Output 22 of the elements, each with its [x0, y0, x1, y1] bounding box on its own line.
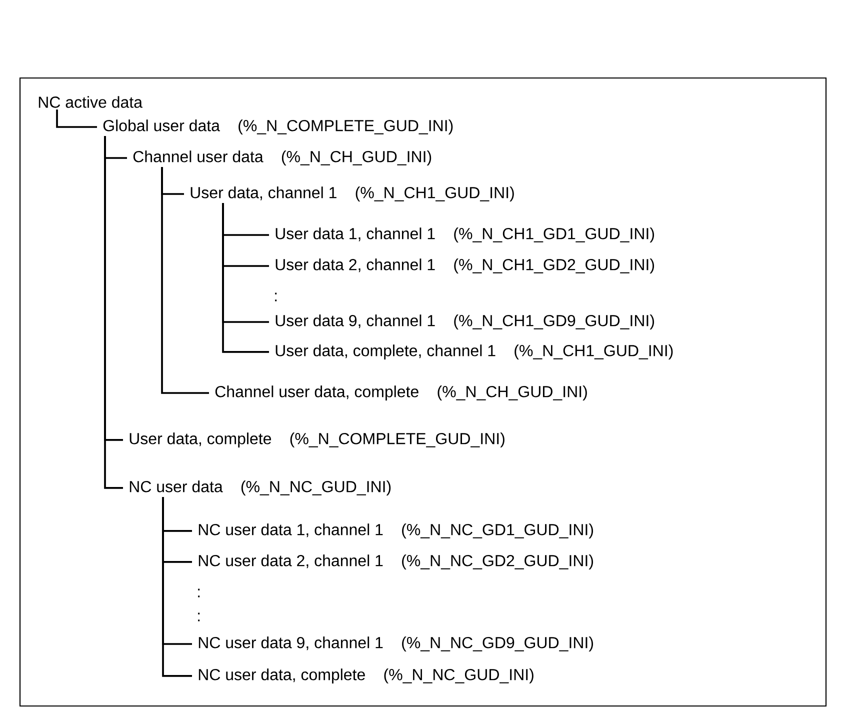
connector-line	[222, 203, 269, 353]
tree-label: NC user data, complete (%_N_NC_GUD_INI)	[198, 668, 534, 684]
tree-label: NC user data 2, channel 1 (%_N_NC_GD2_GUD_INI)	[198, 554, 593, 570]
tree-label: User data 9, channel 1 (%_N_CH1_GD9_GUD_INI)	[276, 314, 654, 330]
ellipsis-mark: :	[275, 292, 277, 302]
ellipsis-mark: :	[198, 588, 200, 598]
tree-label: Global user data (%_N_COMPLETE_GUD_INI)	[103, 120, 453, 134]
tree-label: User data, complete, channel 1 (%_N_CH1_GUD_INI)	[276, 344, 673, 360]
tree-label: User data, channel 1 (%_N_CH1_GUD_INI)	[190, 186, 514, 202]
tree-label: NC user data (%_N_NC_GUD_INI)	[130, 480, 391, 496]
ellipsis-mark: :	[198, 612, 200, 622]
connector-line	[161, 167, 209, 394]
tree-label: Channel user data (%_N_CH_GUD_INI)	[133, 150, 432, 166]
tree-label: NC user data 1, channel 1 (%_N_NC_GD1_GUD_INI)	[198, 524, 593, 538]
tree-label: NC user data 9, channel 1 (%_N_NC_GD9_GUD_INI)	[198, 636, 593, 652]
connector-line	[162, 497, 192, 677]
tree-label: Channel user data, complete (%_N_CH_GUD_INI)	[215, 386, 587, 400]
tree-label: NC active data	[38, 96, 142, 108]
tree-label: User data, complete (%_N_COMPLETE_GUD_INI)	[130, 432, 504, 448]
tree-label: User data 1, channel 1 (%_N_CH1_GD1_GUD_INI)	[276, 228, 654, 242]
connector-line	[56, 109, 97, 128]
tree-label: User data 2, channel 1 (%_N_CH1_GD2_GUD_INI)	[276, 258, 654, 274]
